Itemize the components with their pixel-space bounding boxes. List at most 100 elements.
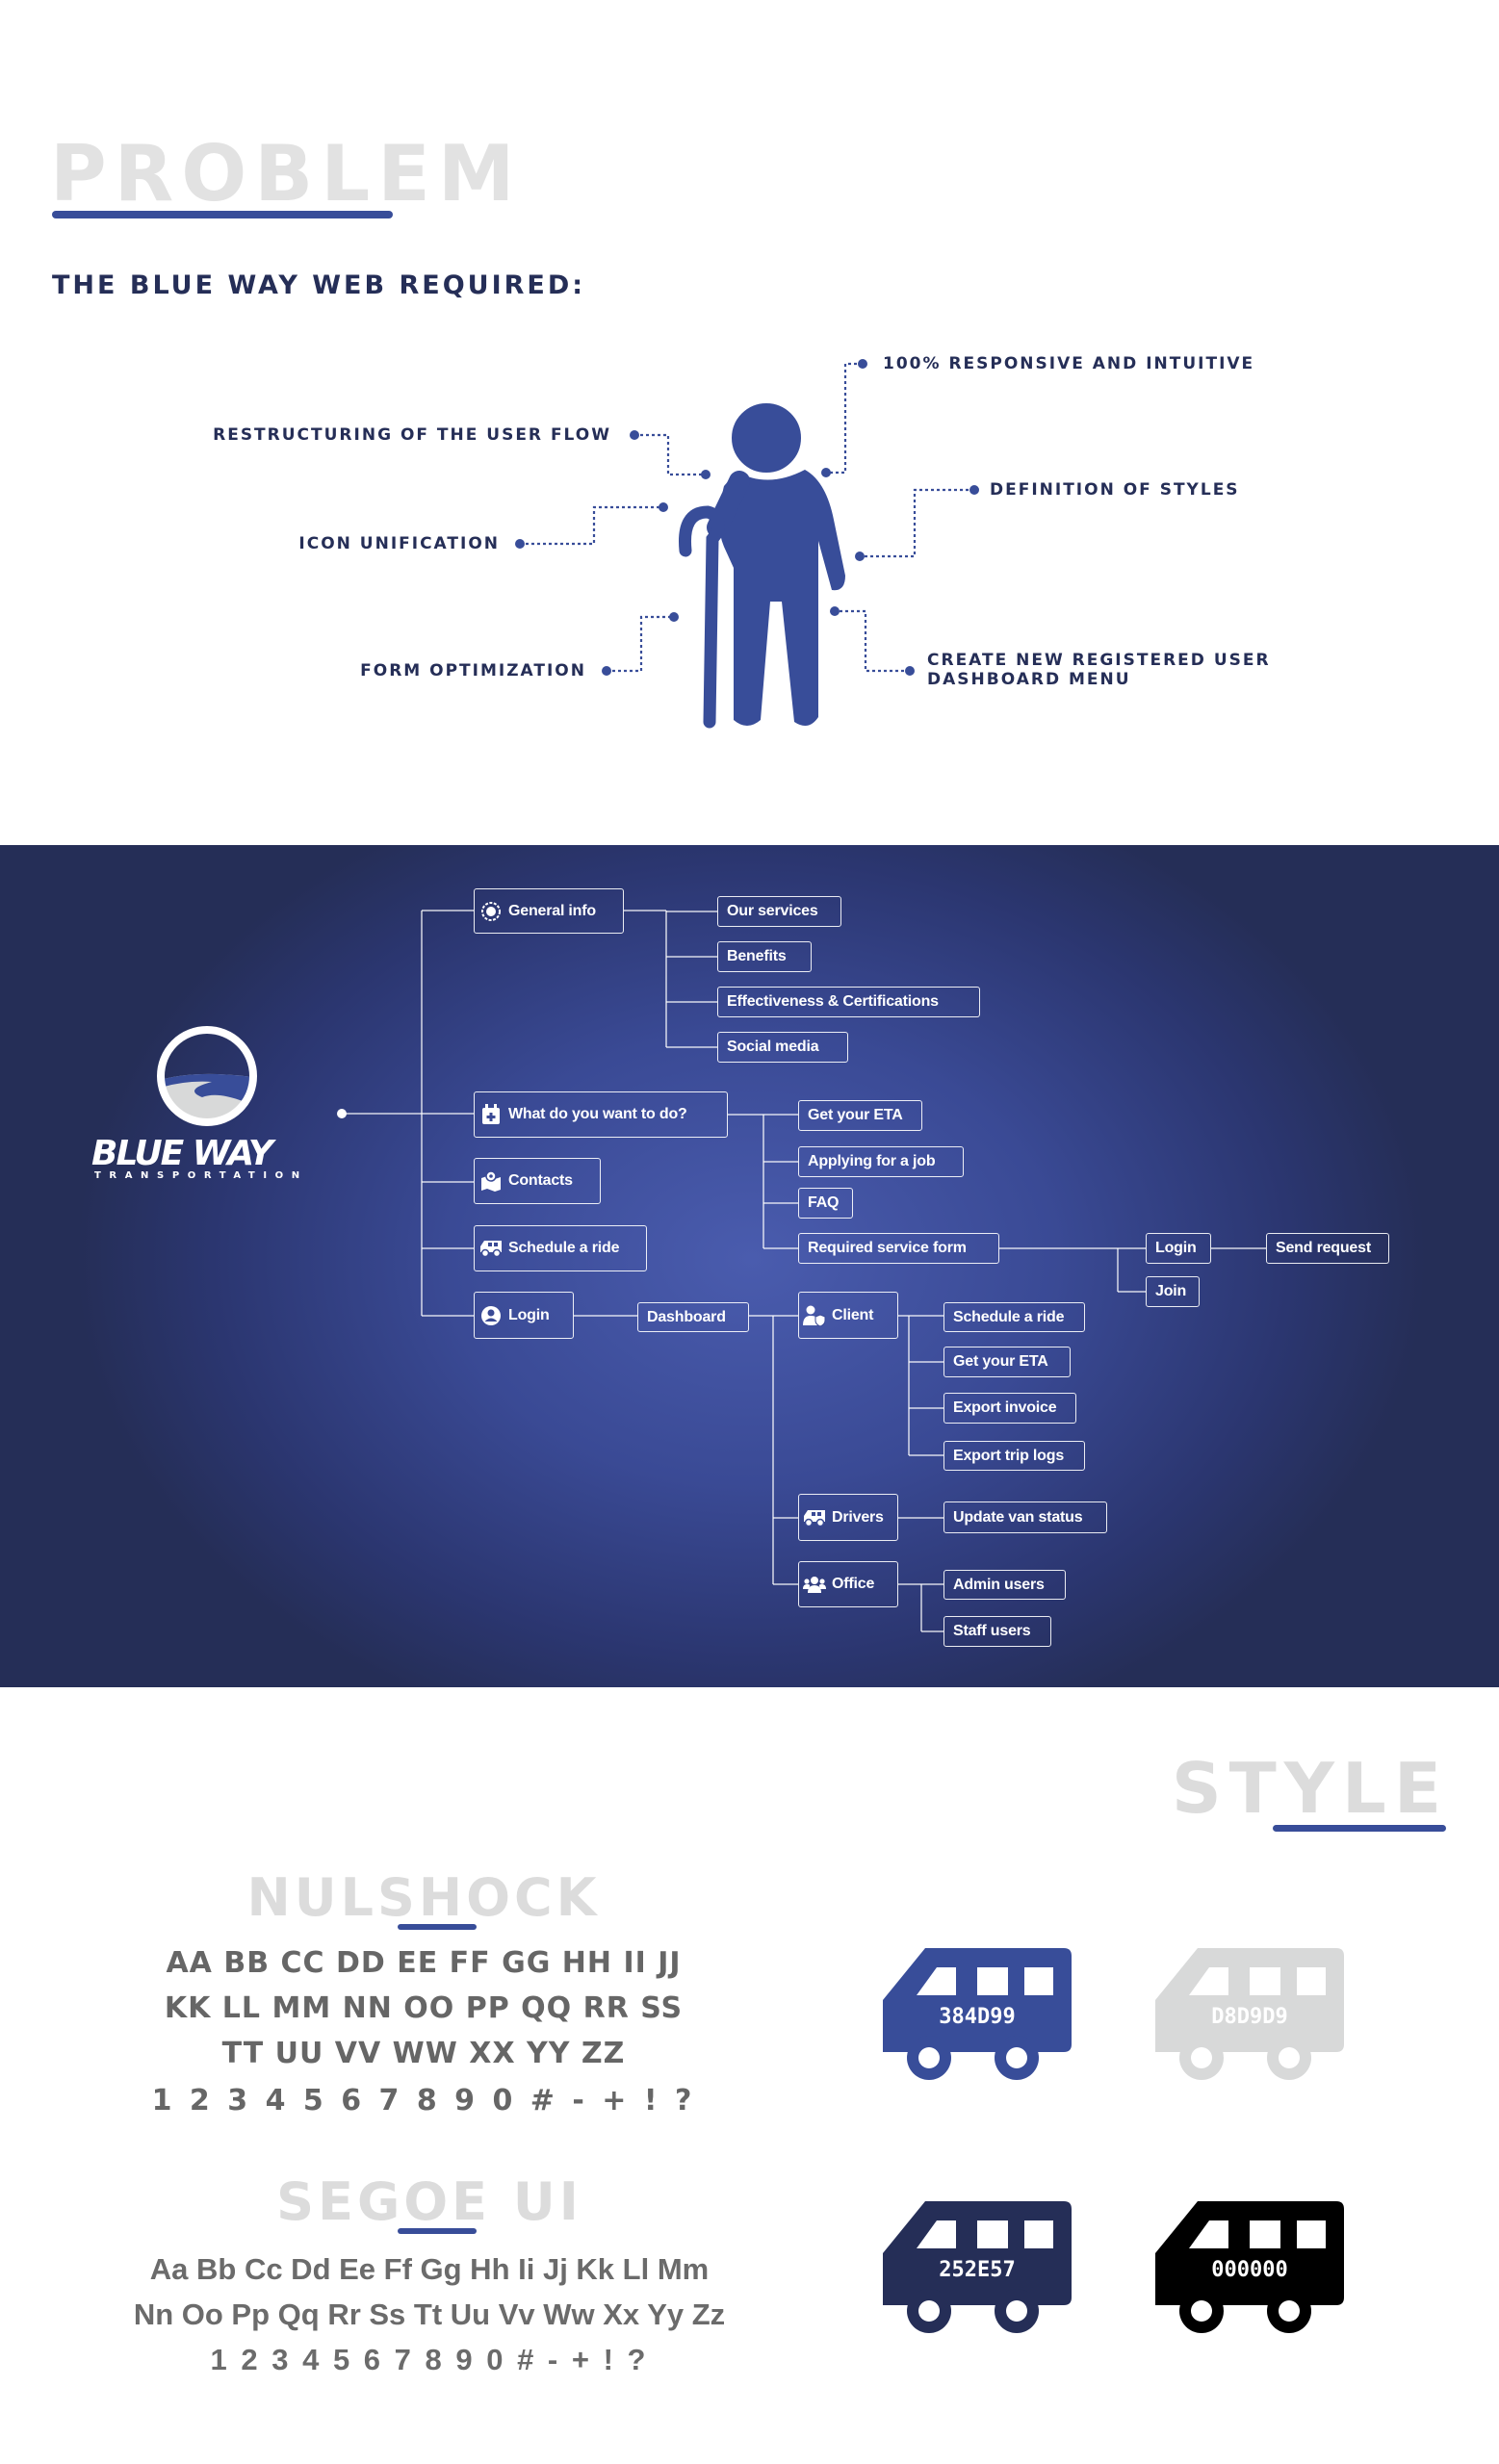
font1-row: AA BB CC DD EE FF GG HH II JJ [166,1946,682,1980]
node-client[interactable]: Client [798,1292,898,1339]
node-benefits[interactable]: Benefits [717,941,812,972]
node-admin-users[interactable]: Admin users [943,1570,1066,1600]
node-label: Benefits [727,948,787,964]
node-export-logs[interactable]: Export trip logs [943,1441,1085,1471]
medical-calendar-icon [479,1103,503,1126]
logo-name: BLUE WAY [91,1134,273,1173]
node-our-services[interactable]: Our services [717,896,841,927]
color-hex-label: 384D99 [939,2005,1015,2029]
users-group-icon [803,1573,826,1596]
node-client-eta[interactable]: Get your ETA [943,1347,1071,1377]
node-export-invoice[interactable]: Export invoice [943,1393,1076,1424]
node-label: Staff users [953,1623,1031,1639]
node-label: Effectiveness & Certifications [727,993,939,1010]
font1-name: NULSHOCK [246,1867,601,1928]
node-label: Admin users [953,1576,1045,1593]
node-what-do[interactable]: What do you want to do? [474,1091,728,1138]
req-icons: ICON UNIFICATION [298,534,500,553]
node-social-media[interactable]: Social media [717,1032,848,1063]
node-label: What do you want to do? [508,1106,687,1122]
node-label: General info [508,902,596,919]
req-dashboard-line1: CREATE NEW REGISTERED USER [927,651,1271,670]
node-faq[interactable]: FAQ [798,1188,853,1219]
color-swatch-van-icon: 252E57 [883,2201,1072,2334]
node-staff-users[interactable]: Staff users [943,1616,1051,1647]
node-office[interactable]: Office [798,1561,898,1607]
node-label: Login [508,1306,550,1323]
node-label: Get your ETA [953,1353,1048,1370]
node-client-schedule[interactable]: Schedule a ride [943,1302,1085,1332]
van-icon [479,1237,503,1260]
node-label: Social media [727,1039,819,1055]
font2-row: 1 2 3 4 5 6 7 8 9 0 # - + ! ? [210,2343,649,2376]
style-underline [1273,1825,1446,1832]
node-label: FAQ [808,1194,840,1211]
node-label: Our services [727,903,818,919]
node-label: Drivers [832,1508,884,1526]
logo-tagline: TRANSPORTATION [94,1170,308,1181]
font1-underline [398,1924,477,1930]
van-icon [803,1506,826,1529]
user-shield-icon [803,1304,826,1327]
node-label: Applying for a job [808,1153,936,1169]
font1-row: KK LL MM NN OO PP QQ RR SS [164,1991,684,2025]
req-responsive: 100% RESPONSIVE AND INTUITIVE [883,354,1255,373]
node-label: Export trip logs [953,1447,1065,1464]
node-join[interactable]: Join [1146,1276,1200,1307]
font2-row: Aa Bb Cc Dd Ee Ff Gg Hh Ii Jj Kk Ll Mm [149,2252,710,2286]
node-login[interactable]: Login [474,1292,574,1339]
node-label: Required service form [808,1240,967,1256]
elderly-person-illustration [515,359,979,729]
node-contacts[interactable]: Contacts [474,1158,601,1204]
req-dashboard: CREATE NEW REGISTERED USER DASHBOARD MEN… [927,651,1271,689]
user-circle-icon [479,1304,503,1327]
node-drivers[interactable]: Drivers [798,1494,898,1541]
node-applying[interactable]: Applying for a job [798,1146,964,1177]
node-label: Export invoice [953,1399,1057,1416]
sitemap-section [0,845,1499,1687]
node-required-form[interactable]: Required service form [798,1233,999,1264]
node-send-request[interactable]: Send request [1266,1233,1389,1264]
req-dashboard-line2: DASHBOARD MENU [927,670,1131,689]
color-swatch-van-icon: D8D9D9 [1155,1948,1344,2081]
sitemap-connectors [0,0,1499,1694]
font2-underline [398,2228,477,2234]
cane-icon [678,505,725,729]
node-update-van[interactable]: Update van status [943,1502,1107,1533]
font2-name: SEGOE UI [276,2171,582,2232]
color-hex-label: D8D9D9 [1211,2005,1287,2029]
node-schedule[interactable]: Schedule a ride [474,1225,647,1271]
map-pin-icon [479,1169,503,1193]
problem-underline [52,211,393,218]
req-form: FORM OPTIMIZATION [360,661,586,680]
node-label: Schedule a ride [953,1308,1065,1325]
road-circle-logo-icon [157,1026,257,1126]
node-form-login[interactable]: Login [1146,1233,1211,1264]
node-label: Contacts [508,1172,573,1189]
node-label: Get your ETA [808,1107,903,1123]
node-label: Update van status [953,1508,1083,1526]
node-label: Office [832,1576,875,1592]
font1-row: TT UU VV WW XX YY ZZ [221,2037,626,2070]
gear-badge-icon [479,900,503,923]
color-swatch-van-icon: 384D99 [883,1948,1072,2081]
node-label: Dashboard [647,1308,726,1325]
color-hex-label: 000000 [1211,2258,1287,2282]
color-swatch-van-icon: 000000 [1155,2201,1344,2334]
problem-subtitle: THE BLUE WAY WEB REQUIRED: [52,270,586,300]
req-definition: DEFINITION OF STYLES [990,480,1240,500]
node-label: Schedule a ride [508,1240,620,1256]
node-dashboard[interactable]: Dashboard [637,1302,749,1332]
node-general-info[interactable]: General info [474,888,624,934]
node-label: Login [1155,1240,1197,1256]
problem-title: PROBLEM [50,129,523,218]
color-hex-label: 252E57 [939,2258,1015,2282]
req-restructuring: RESTRUCTURING OF THE USER FLOW [213,425,611,445]
node-label: Send request [1276,1240,1371,1256]
node-get-eta[interactable]: Get your ETA [798,1100,922,1131]
font2-row: Nn Oo Pp Qq Rr Ss Tt Uu Vv Ww Xx Yy Zz [133,2297,726,2331]
style-title: STYLE [1171,1748,1449,1829]
node-label: Join [1155,1283,1187,1299]
person-body [719,470,845,726]
node-effectiveness[interactable]: Effectiveness & Certifications [717,987,980,1017]
